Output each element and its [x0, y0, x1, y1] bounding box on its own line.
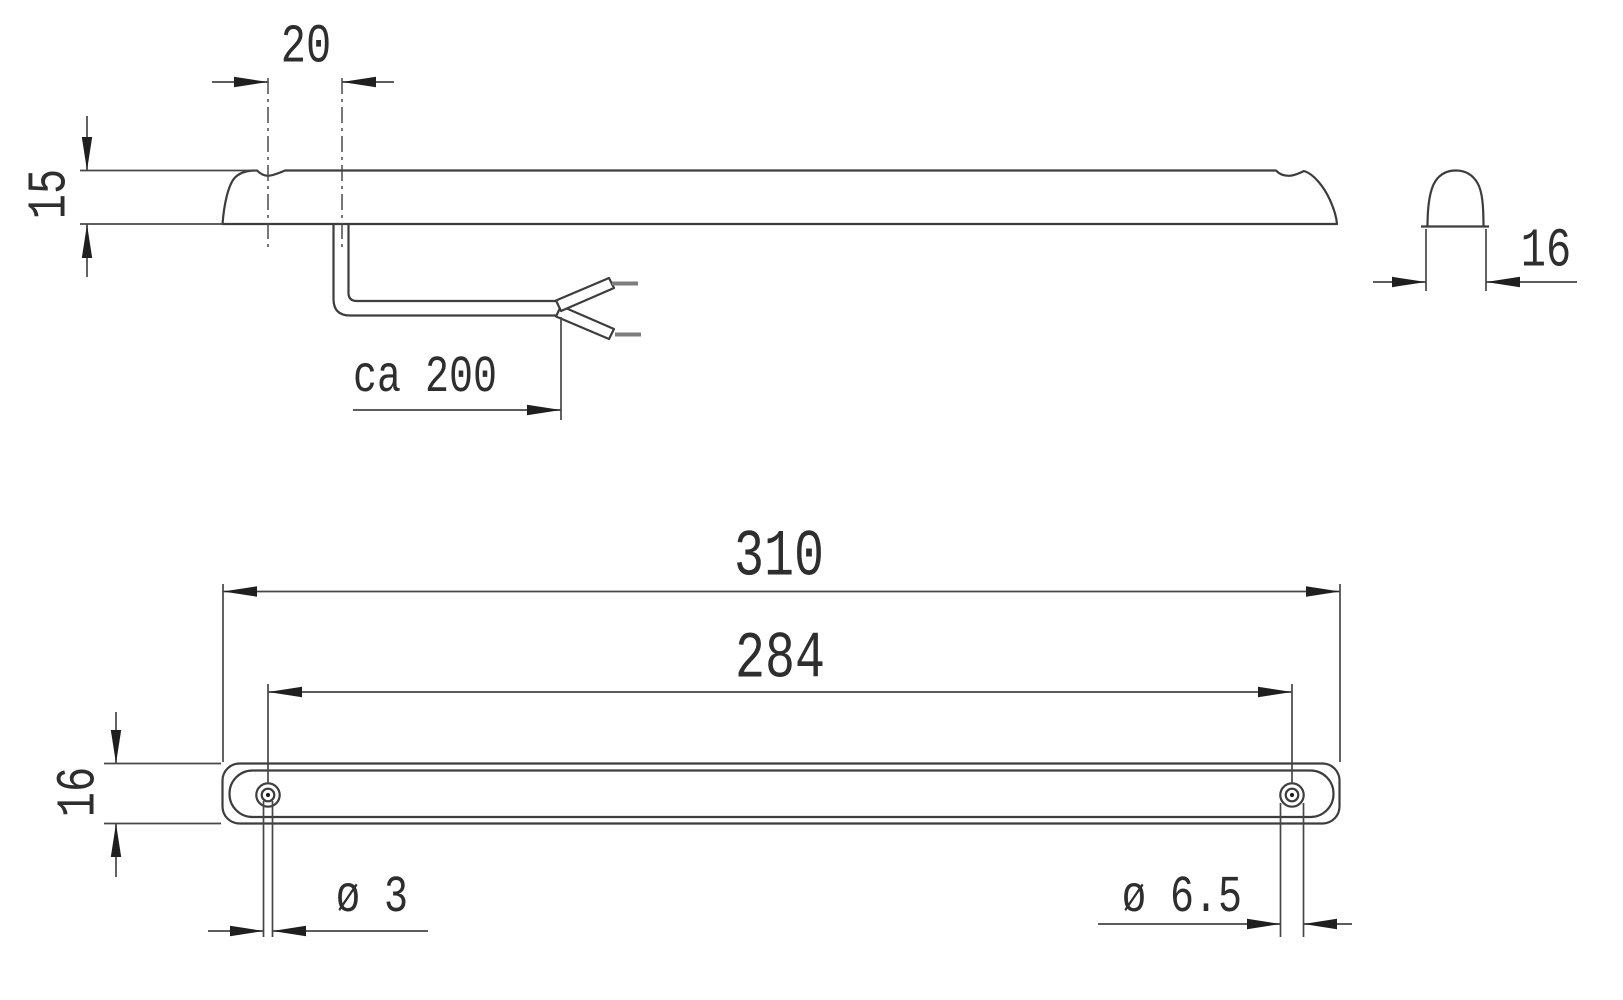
arrowhead — [1486, 276, 1520, 288]
arrowhead — [234, 76, 268, 88]
dim-overall-length: 310 — [222, 519, 1341, 762]
body-outer-outline — [221, 762, 1341, 825]
cable-lead-lower — [554, 304, 616, 341]
arrowhead — [1392, 276, 1426, 288]
arrowhead — [1258, 686, 1292, 698]
dim-countersink-diameter: ø 6.5 — [1098, 803, 1352, 937]
arrowhead — [223, 586, 257, 597]
bottom-view: 310 284 16 ø 3 — [48, 519, 1352, 937]
dim-text-ca200: ca 200 — [353, 347, 497, 406]
arrowhead — [1306, 586, 1340, 597]
dim-text-20: 20 — [281, 16, 331, 79]
dim-body-height: 16 — [48, 712, 221, 877]
arrowhead — [81, 224, 93, 258]
arrowhead — [272, 925, 306, 937]
hole-center-mark — [1289, 792, 1295, 798]
side-profile-outline — [221, 169, 1339, 226]
dim-hole-diameter: ø 3 — [208, 801, 428, 937]
dome-outline — [1426, 169, 1485, 227]
arrowhead — [342, 76, 376, 88]
arrowhead — [1247, 918, 1281, 930]
dim-text-310: 310 — [734, 519, 824, 595]
dim-text-16-body: 16 — [48, 767, 111, 817]
arrowhead — [110, 730, 122, 764]
mounting-hole-right — [1279, 782, 1305, 808]
dim-hole-spacing: 284 — [267, 621, 1293, 783]
cable-outer-edge — [332, 224, 559, 317]
dim-hole-offset: 20 — [212, 16, 394, 88]
side-view: 20 15 ca 200 — [19, 16, 1339, 420]
dim-text-15: 15 — [19, 169, 82, 219]
cable — [332, 224, 641, 341]
arrowhead — [230, 925, 264, 937]
body-inner-outline — [228, 769, 1335, 819]
cable-lead-upper — [554, 276, 616, 313]
arrowhead — [268, 686, 302, 698]
dim-text-284: 284 — [735, 621, 825, 697]
arrowhead — [81, 137, 93, 171]
arrowhead — [527, 404, 561, 416]
cable-inner-edge — [347, 224, 556, 303]
end-view: 16 — [1373, 169, 1577, 291]
dim-text-dia65: ø 6.5 — [1122, 867, 1242, 926]
dim-text-dia3: ø 3 — [336, 867, 408, 926]
dim-profile-height: 15 — [19, 116, 93, 277]
arrowhead — [1303, 918, 1337, 930]
dim-text-16-cap: 16 — [1521, 220, 1571, 283]
hole-center-mark — [265, 792, 271, 798]
mounting-hole-left — [255, 782, 281, 808]
dim-cable-length: ca 200 — [353, 317, 562, 420]
dim-cap-width: 16 — [1373, 220, 1577, 291]
arrowhead — [110, 823, 122, 857]
